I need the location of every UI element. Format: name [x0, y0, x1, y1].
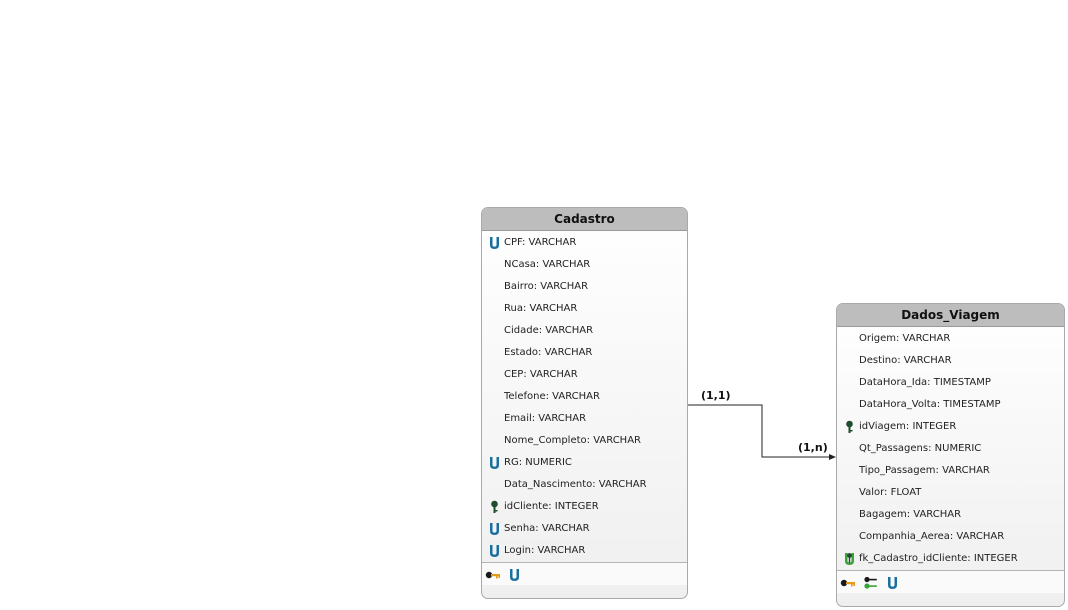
attribute-label: Companhia_Aerea: VARCHAR	[859, 531, 1005, 542]
entity-title: Dados_Viagem	[837, 304, 1064, 327]
attribute-label: Rua: VARCHAR	[504, 303, 578, 314]
attribute-label: CPF: VARCHAR	[504, 237, 577, 248]
attribute-label: Telefone: VARCHAR	[504, 391, 600, 402]
entity-footer	[837, 570, 1064, 593]
entity-dados-viagem[interactable]: Dados_Viagem Origem: VARCHAR Destino: VAR…	[836, 303, 1065, 607]
attribute-label: Qt_Passagens: NUMERIC	[859, 443, 982, 454]
attribute-row[interactable]: DataHora_Ida: TIMESTAMP	[837, 372, 1064, 394]
attribute-label: NCasa: VARCHAR	[504, 259, 591, 270]
attribute-row[interactable]: Email: VARCHAR	[482, 408, 687, 430]
attribute-list: CPF: VARCHAR NCasa: VARCHAR Bairro: VARCHA…	[482, 231, 687, 562]
unique-icon[interactable]	[508, 567, 524, 581]
attribute-label: idViagem: INTEGER	[859, 421, 957, 432]
attribute-label: Origem: VARCHAR	[859, 333, 951, 344]
unique-icon	[488, 236, 501, 250]
primary-key-icon	[488, 500, 501, 514]
attribute-label: Nome_Completo: VARCHAR	[504, 435, 641, 446]
attribute-row[interactable]: Cidade: VARCHAR	[482, 320, 687, 342]
attribute-row[interactable]: Nome_Completo: VARCHAR	[482, 430, 687, 452]
attribute-row[interactable]: fk_Cadastro_idCliente: INTEGER	[837, 548, 1064, 570]
unique-icon	[488, 456, 501, 470]
attribute-label: idCliente: INTEGER	[504, 501, 599, 512]
cardinality-to: (1,n)	[798, 441, 828, 454]
entity-footer	[482, 562, 687, 585]
attribute-row[interactable]: Origem: VARCHAR	[837, 328, 1064, 350]
attribute-row[interactable]: Login: VARCHAR	[482, 540, 687, 562]
attribute-row[interactable]: DataHora_Volta: TIMESTAMP	[837, 394, 1064, 416]
attribute-row[interactable]: idViagem: INTEGER	[837, 416, 1064, 438]
attribute-label: Estado: VARCHAR	[504, 347, 593, 358]
attribute-row[interactable]: Tipo_Passagem: VARCHAR	[837, 460, 1064, 482]
foreign-unique-icon	[843, 552, 856, 566]
attribute-row[interactable]: Senha: VARCHAR	[482, 518, 687, 540]
primary-key-icon	[843, 420, 856, 434]
attribute-row[interactable]: Bairro: VARCHAR	[482, 276, 687, 298]
attribute-label: DataHora_Volta: TIMESTAMP	[859, 399, 1001, 410]
attribute-label: Email: VARCHAR	[504, 413, 587, 424]
attribute-label: fk_Cadastro_idCliente: INTEGER	[859, 553, 1018, 564]
attribute-label: Tipo_Passagem: VARCHAR	[859, 465, 990, 476]
attribute-row[interactable]: Estado: VARCHAR	[482, 342, 687, 364]
attribute-label: CEP: VARCHAR	[504, 369, 578, 380]
attribute-row[interactable]: Data_Nascimento: VARCHAR	[482, 474, 687, 496]
key-icon[interactable]	[485, 567, 501, 581]
attribute-label: RG: NUMERIC	[504, 457, 572, 468]
attribute-row[interactable]: Valor: FLOAT	[837, 482, 1064, 504]
attribute-row[interactable]: NCasa: VARCHAR	[482, 254, 687, 276]
attribute-row[interactable]: Companhia_Aerea: VARCHAR	[837, 526, 1064, 548]
attribute-row[interactable]: Destino: VARCHAR	[837, 350, 1064, 372]
attribute-label: Destino: VARCHAR	[859, 355, 952, 366]
attribute-label: Login: VARCHAR	[504, 545, 586, 556]
attribute-label: Valor: FLOAT	[859, 487, 922, 498]
attribute-row[interactable]: RG: NUMERIC	[482, 452, 687, 474]
unique-icon[interactable]	[886, 575, 902, 589]
attribute-label: Senha: VARCHAR	[504, 523, 590, 534]
key-icon[interactable]	[840, 575, 856, 589]
attribute-row[interactable]: Rua: VARCHAR	[482, 298, 687, 320]
attribute-label: Data_Nascimento: VARCHAR	[504, 479, 647, 490]
attribute-label: Cidade: VARCHAR	[504, 325, 594, 336]
attribute-row[interactable]: CEP: VARCHAR	[482, 364, 687, 386]
entity-title: Cadastro	[482, 208, 687, 231]
attribute-row[interactable]: Bagagem: VARCHAR	[837, 504, 1064, 526]
attribute-label: Bagagem: VARCHAR	[859, 509, 962, 520]
foreign-key-icon[interactable]	[863, 575, 879, 589]
attribute-label: Bairro: VARCHAR	[504, 281, 589, 292]
unique-icon	[488, 522, 501, 536]
entity-cadastro[interactable]: Cadastro CPF: VARCHAR NCasa: VARCHAR Bairr…	[481, 207, 688, 599]
attribute-row[interactable]: Qt_Passagens: NUMERIC	[837, 438, 1064, 460]
attribute-label: DataHora_Ida: TIMESTAMP	[859, 377, 991, 388]
cardinality-from: (1,1)	[701, 389, 731, 402]
attribute-row[interactable]: idCliente: INTEGER	[482, 496, 687, 518]
attribute-row[interactable]: CPF: VARCHAR	[482, 232, 687, 254]
attribute-row[interactable]: Telefone: VARCHAR	[482, 386, 687, 408]
attribute-list: Origem: VARCHAR Destino: VARCHAR DataHora_…	[837, 327, 1064, 570]
unique-icon	[488, 544, 501, 558]
